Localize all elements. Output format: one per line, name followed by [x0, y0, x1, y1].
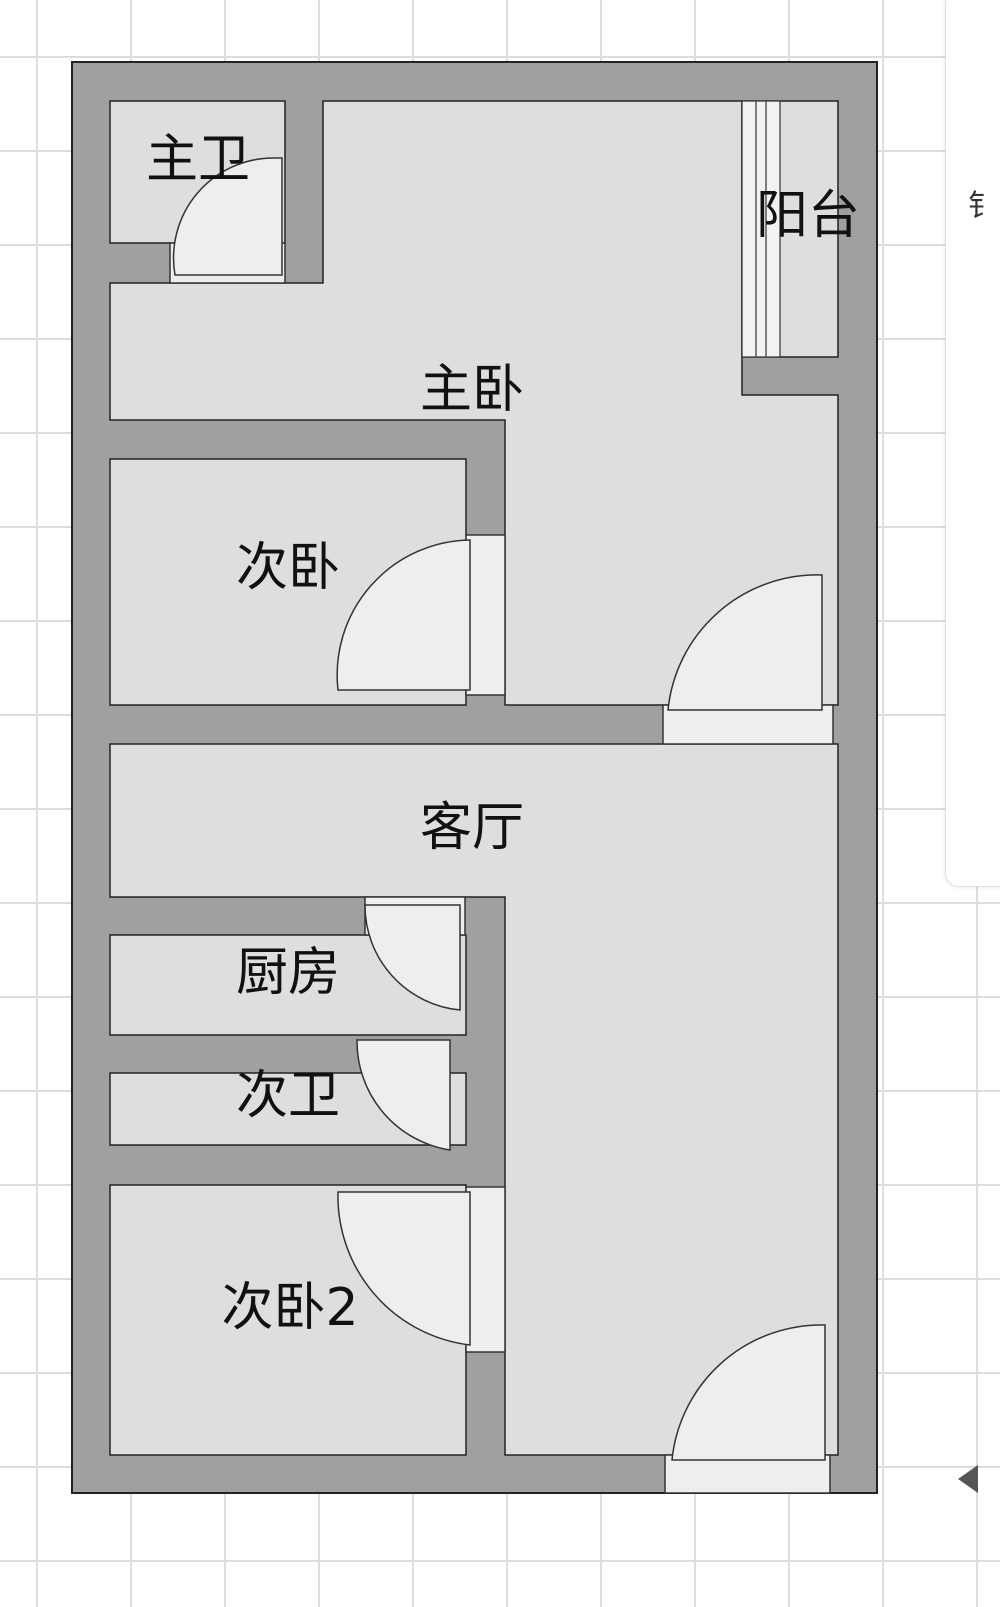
door-master-bedroom[interactable]: [662, 574, 834, 745]
label-master-bedroom: 主卧: [420, 360, 524, 420]
label-kitchen: 厨房: [236, 943, 340, 1003]
label-master-bath: 主卫: [146, 130, 250, 190]
label-second-bedroom-2: 次卧2: [221, 1278, 358, 1338]
door-second-bedroom[interactable]: [336, 534, 506, 696]
door-master-bath[interactable]: [169, 157, 286, 284]
door-second-bedroom-2[interactable]: [337, 1186, 506, 1353]
label-second-bath: 次卫: [236, 1066, 340, 1126]
label-balcony: 阳台: [756, 186, 860, 246]
balcony-window: [741, 100, 781, 358]
door-second-bath[interactable]: [356, 1039, 451, 1151]
room-living-room[interactable]: [109, 743, 839, 1456]
label-second-bedroom: 次卧: [236, 538, 340, 598]
door-kitchen[interactable]: [364, 896, 466, 1011]
label-living-room: 客厅: [420, 798, 524, 858]
side-panel[interactable]: 钅: [945, 0, 1000, 887]
side-panel-glyph: 钅: [968, 189, 998, 224]
collapse-arrow-icon[interactable]: [958, 1465, 978, 1493]
door-entrance[interactable]: [664, 1324, 831, 1494]
